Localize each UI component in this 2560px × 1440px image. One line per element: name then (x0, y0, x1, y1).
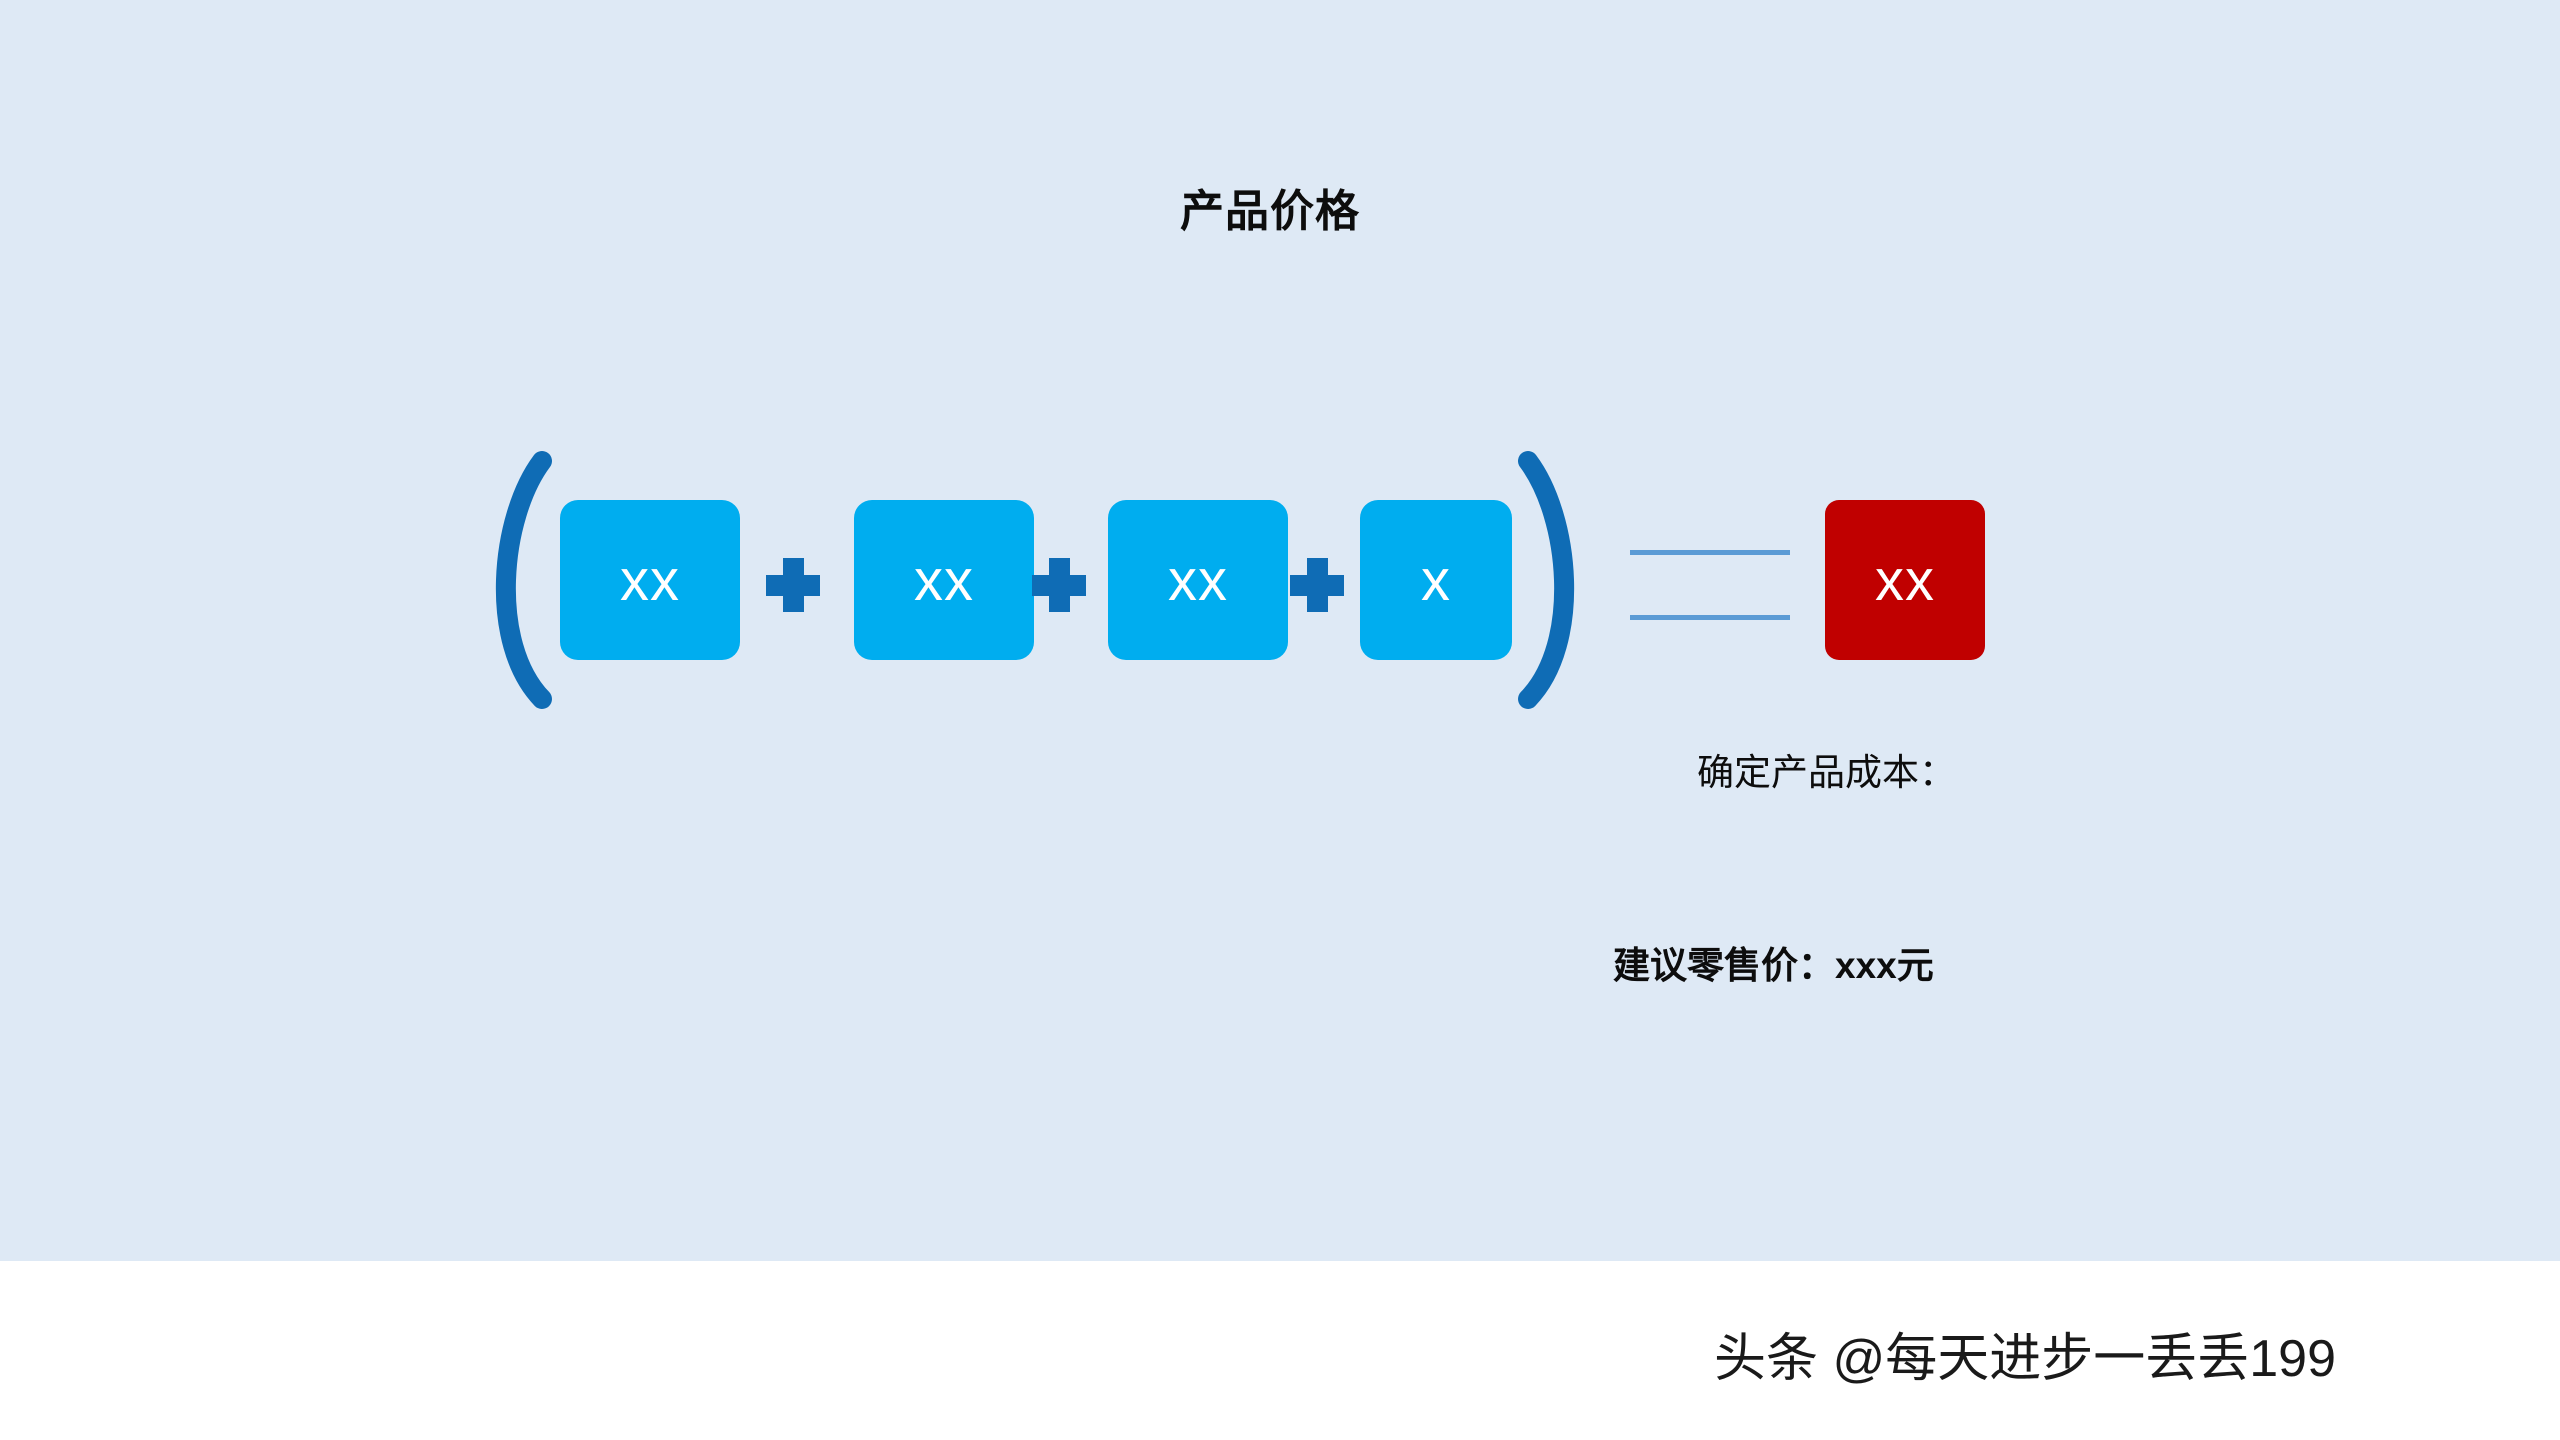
plus-icon-3 (1290, 558, 1344, 612)
plus-icon-1 (766, 558, 820, 612)
cost-term-box-1[interactable]: xx (560, 500, 740, 660)
close-paren-icon (1510, 451, 1600, 709)
equals-rule-top (1630, 550, 1790, 555)
open-paren-icon (470, 451, 560, 709)
result-price-box[interactable]: xx (1825, 500, 1985, 660)
price-formula-diagram: xx xx xx x xx (470, 451, 2090, 709)
watermark-text: 头条 @每天进步一丢丢199 (1714, 1330, 2336, 1388)
cost-caption: 确定产品成本： (1697, 752, 1956, 793)
cost-term-box-2[interactable]: xx (854, 500, 1034, 660)
plus-icon-2 (1032, 558, 1086, 612)
equals-rule-bottom (1630, 615, 1790, 620)
retail-price-caption: 建议零售价：xxx元 (1613, 945, 1934, 986)
cost-term-box-3[interactable]: xx (1108, 500, 1288, 660)
page-title: 产品价格 (1180, 187, 1360, 236)
cost-term-box-4[interactable]: x (1360, 500, 1512, 660)
equals-icon (1630, 550, 1790, 620)
